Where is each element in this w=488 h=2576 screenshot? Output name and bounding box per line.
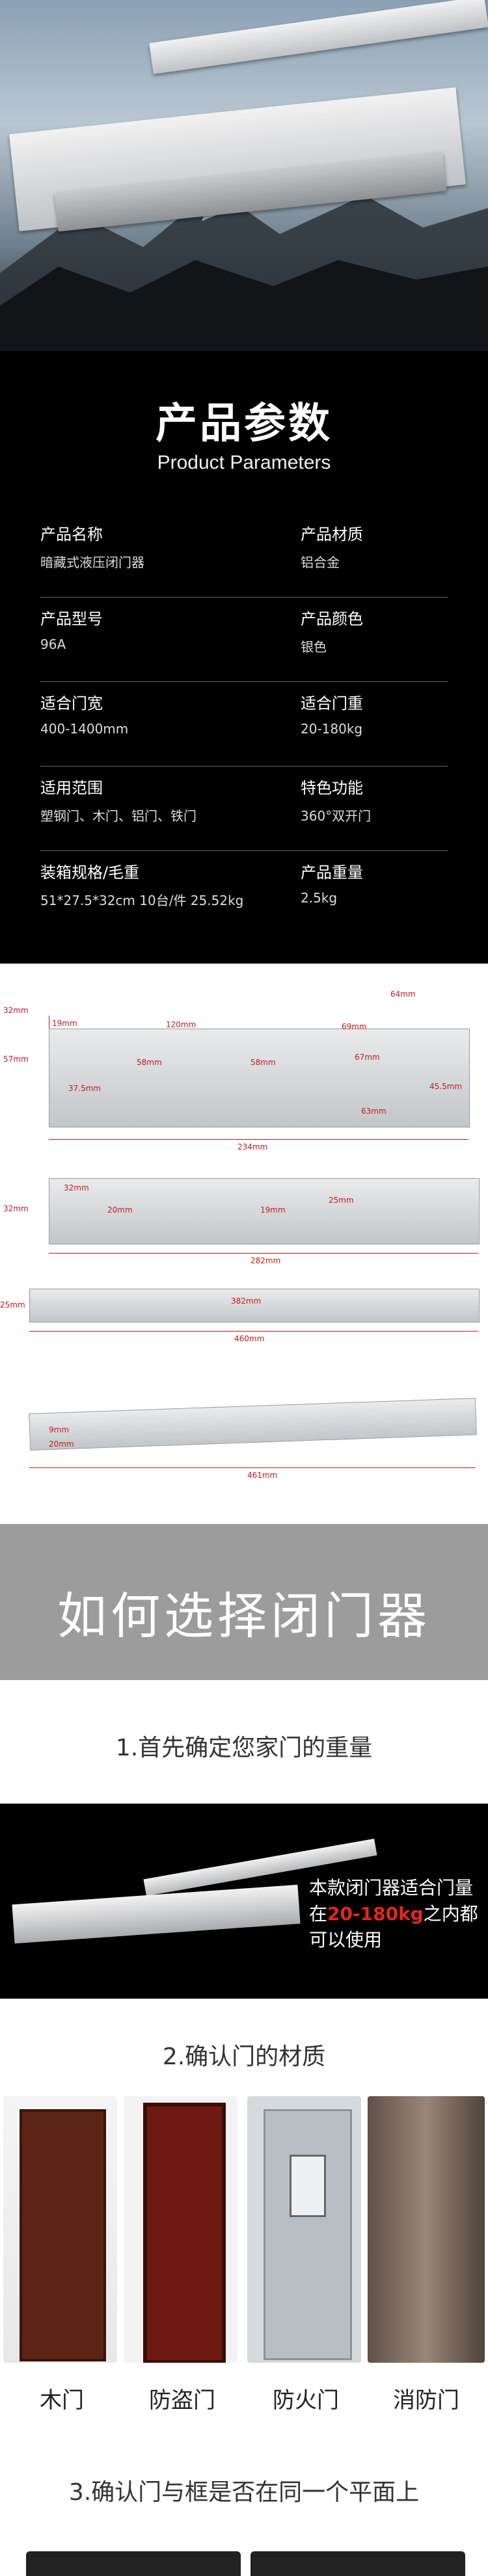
how-title: 如何选择闭门器 <box>57 1587 431 1645</box>
weight-text: 本款闭门器适合门量 在20-180kg之内都 可以使用 <box>309 1875 478 1953</box>
weight-range: 20-180kg <box>327 1903 424 1925</box>
param-label: 产品型号 <box>40 610 103 628</box>
param-row: 产品名称暗藏式液压闭门器 产品材质铝合金 <box>40 512 448 598</box>
dim-label: 58mm <box>251 1058 276 1067</box>
dim-label: 64mm <box>390 990 416 999</box>
params-subtitle: Product Parameters <box>157 452 331 473</box>
weight-line-2a: 在 <box>309 1903 328 1925</box>
param-value: 银色 <box>301 639 327 655</box>
dim-label: 234mm <box>237 1142 268 1151</box>
param-label: 适用范围 <box>40 779 103 797</box>
door-label: 防火门 <box>273 2387 339 2413</box>
closer-body-drawing <box>49 1029 470 1127</box>
door-label: 木门 <box>40 2387 84 2413</box>
param-row: 适用范围塑钢门、木门、铝门、铁门 特色功能 360°双开门 <box>40 766 448 851</box>
door-label: 防盗门 <box>149 2387 215 2413</box>
dim-label: 37.5mm <box>68 1084 102 1093</box>
step3-heading: 3.确认门与框是否在同一个平面上 <box>68 2479 420 2506</box>
bottom-strip <box>0 2551 488 2576</box>
param-value: 51*27.5*32cm 10台/件 25.52kg <box>40 893 244 908</box>
param-label: 装箱规格/毛重 <box>40 863 140 882</box>
step1-heading: 1.首先确定您家门的重量 <box>115 1735 373 1761</box>
dim-label: 382mm <box>231 1296 262 1306</box>
dim-label: 32mm <box>3 1204 29 1213</box>
dim-label: 32mm <box>64 1183 89 1192</box>
step2-heading: 2.确认门的材质 <box>162 2044 326 2070</box>
weight-line-2c: 之内都 <box>423 1903 478 1925</box>
param-value: 400-1400mm <box>40 721 129 737</box>
hero-image <box>0 0 488 351</box>
dim-label: 19mm <box>260 1205 286 1215</box>
dim-label: 45.5mm <box>429 1082 463 1091</box>
param-value: 360°双开门 <box>301 808 372 824</box>
param-label: 特色功能 <box>301 779 363 797</box>
mounting-plate-drawing <box>49 1178 480 1244</box>
param-label: 产品颜色 <box>301 610 363 628</box>
dim-label: 460mm <box>234 1334 265 1343</box>
fire-door-image <box>247 2096 361 2363</box>
dim-label: 63mm <box>361 1107 386 1116</box>
arm-drawing-section: 9mm 20mm 461mm <box>0 1386 488 1524</box>
how-to-choose-banner: 如何选择闭门器 <box>0 1524 488 1680</box>
dim-label: 67mm <box>355 1053 380 1062</box>
step1-section: 1.首先确定您家门的重量 <box>0 1680 488 1804</box>
security-door-image <box>124 2096 237 2363</box>
dim-label: 57mm <box>3 1055 29 1064</box>
weight-line-3: 可以使用 <box>309 1929 383 1951</box>
dim-label: 32mm <box>3 1006 29 1015</box>
param-label: 产品重量 <box>301 863 363 882</box>
param-value: 96A <box>40 637 66 652</box>
params-title: 产品参数 <box>156 400 332 448</box>
dim-label: 20mm <box>107 1205 133 1215</box>
frame-image-1 <box>26 2551 241 2576</box>
door-label: 消防门 <box>393 2387 459 2413</box>
param-row: 适合门宽 400-1400mm 适合门重 20-180kg <box>40 681 448 767</box>
param-label: 适合门宽 <box>40 694 103 713</box>
param-label: 适合门重 <box>301 694 363 713</box>
dim-label: 461mm <box>247 1471 278 1480</box>
track-drawing <box>29 1289 480 1322</box>
dim-label: 20mm <box>49 1439 74 1449</box>
door-types: 木门 防盗门 防火门 消防门 3.确认门与框是否在同一个平面上 <box>0 2096 488 2551</box>
dim-label: 25mm <box>329 1196 354 1205</box>
frame-image-2 <box>251 2551 465 2576</box>
dim-label: 19mm <box>52 1019 77 1028</box>
param-value: 2.5kg <box>301 890 338 906</box>
wood-door-image <box>3 2096 117 2363</box>
param-value: 铝合金 <box>301 555 340 570</box>
weight-line-2: 在20-180kg之内都 <box>309 1901 478 1927</box>
dim-label: 69mm <box>342 1022 367 1031</box>
param-row: 装箱规格/毛重 51*27.5*32cm 10台/件 25.52kg 产品重量 2.… <box>40 850 448 935</box>
param-value: 暗藏式液压闭门器 <box>40 555 144 570</box>
fire-exit-door-image <box>368 2096 485 2363</box>
weight-banner: 本款闭门器适合门量 在20-180kg之内都 可以使用 <box>0 1804 488 1999</box>
param-label: 产品材质 <box>301 525 363 544</box>
dim-label: 282mm <box>251 1256 281 1265</box>
dim-label: 9mm <box>49 1425 70 1434</box>
product-parameters: 产品参数 Product Parameters 产品名称暗藏式液压闭门器 产品材… <box>0 351 488 964</box>
param-value: 塑钢门、木门、铝门、铁门 <box>40 808 197 824</box>
dim-label: 25mm <box>0 1300 25 1309</box>
dim-label: 120mm <box>166 1020 197 1029</box>
step2-section: 2.确认门的材质 <box>0 1999 488 2096</box>
param-row: 产品型号 96A 产品颜色银色 <box>40 597 448 682</box>
arm-drawing <box>29 1398 477 1451</box>
weight-line-1: 本款闭门器适合门量 <box>309 1877 474 1899</box>
param-label: 产品名称 <box>40 525 103 544</box>
dim-label: 58mm <box>137 1058 162 1067</box>
dimension-drawings: 32mm 19mm 120mm 64mm 69mm 57mm 58mm 58mm… <box>0 964 488 1386</box>
param-value: 20-180kg <box>301 721 363 737</box>
